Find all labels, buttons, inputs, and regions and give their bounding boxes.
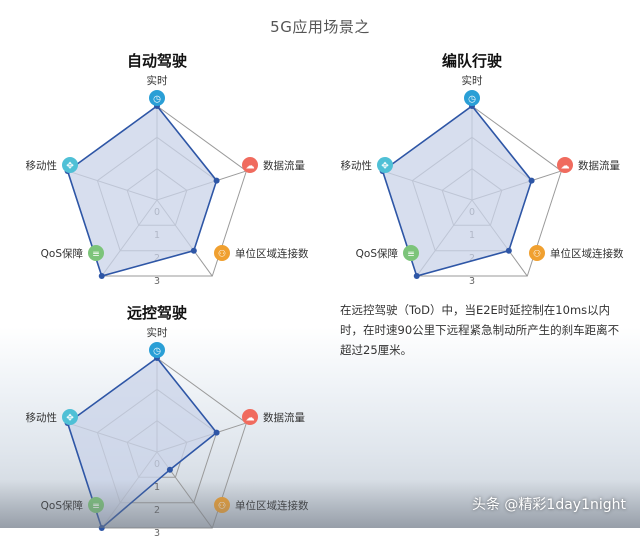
traffic-icon: ☁	[557, 157, 573, 173]
axis-label: 实时	[147, 326, 168, 339]
svg-text:✥: ✥	[381, 162, 389, 172]
radar-point-1	[528, 177, 535, 184]
realtime-icon: ◷	[464, 90, 480, 106]
background-road-strip	[0, 480, 640, 528]
axis-label: 实时	[462, 74, 483, 87]
svg-text:≡: ≡	[92, 250, 100, 260]
radar-chart-autonomous-driving: 自动驾驶0123◷实时☁数据流量⚇单位区域连接数≡QoS保障✥移动性	[26, 52, 309, 287]
radar-chart-platooning: 编队行驶0123◷实时☁数据流量⚇单位区域连接数≡QoS保障✥移动性	[341, 52, 624, 287]
tick-label: 3	[154, 528, 160, 536]
axis-label: 实时	[147, 74, 168, 87]
svg-text:⚇: ⚇	[218, 250, 226, 260]
axis-label: 数据流量	[263, 159, 305, 172]
chart-title: 远控驾驶	[127, 304, 187, 322]
axis-label: 移动性	[341, 159, 373, 172]
radar-panel-platooning: 编队行驶0123◷实时☁数据流量⚇单位区域连接数≡QoS保障✥移动性	[315, 44, 635, 287]
radar-point-3	[413, 273, 420, 280]
svg-text:⚇: ⚇	[533, 250, 541, 260]
page-title: 5G应用场景之	[270, 18, 370, 36]
axis-label: 移动性	[26, 159, 58, 172]
qos-icon: ≡	[88, 245, 104, 261]
qos-icon: ≡	[403, 245, 419, 261]
svg-text:☁: ☁	[561, 162, 570, 172]
axis-label: 数据流量	[578, 159, 620, 172]
traffic-icon: ☁	[242, 157, 258, 173]
svg-text:◷: ◷	[153, 347, 161, 357]
connections-icon: ⚇	[529, 245, 545, 261]
connections-icon: ⚇	[214, 245, 230, 261]
remote-driving-note: 在远控驾驶（ToD）中，当E2E时延控制在10ms以内时，在时速90公里下远程紧…	[340, 303, 620, 357]
radar-series-area	[66, 104, 218, 277]
svg-text:☁: ☁	[246, 414, 255, 424]
chart-title: 自动驾驶	[127, 52, 187, 70]
watermark: 头条 @精彩1day1night	[471, 497, 626, 513]
radar-point-1	[213, 177, 220, 184]
chart-title: 编队行驶	[442, 52, 502, 70]
radar-point-2	[190, 247, 197, 254]
realtime-icon: ◷	[149, 90, 165, 106]
radar-point-2	[166, 466, 173, 473]
axis-label: 单位区域连接数	[235, 247, 309, 260]
realtime-icon: ◷	[149, 342, 165, 358]
mobility-icon: ✥	[377, 157, 393, 173]
svg-text:✥: ✥	[66, 414, 74, 424]
svg-text:≡: ≡	[407, 250, 415, 260]
radar-point-1	[213, 429, 220, 436]
tick-label: 3	[469, 276, 475, 287]
radar-series-area	[381, 104, 533, 277]
axis-label: 移动性	[26, 411, 58, 424]
axis-label: 单位区域连接数	[550, 247, 624, 260]
svg-text:◷: ◷	[153, 95, 161, 105]
radar-point-3	[98, 273, 105, 280]
radar-panel-autonomous-driving: 自动驾驶0123◷实时☁数据流量⚇单位区域连接数≡QoS保障✥移动性	[0, 44, 320, 287]
traffic-icon: ☁	[242, 409, 258, 425]
axis-label: QoS保障	[356, 247, 399, 260]
mobility-icon: ✥	[62, 157, 78, 173]
tick-label: 3	[154, 276, 160, 287]
axis-label: 数据流量	[263, 411, 305, 424]
svg-text:☁: ☁	[246, 162, 255, 172]
svg-text:◷: ◷	[468, 95, 476, 105]
radar-point-2	[505, 247, 512, 254]
svg-text:✥: ✥	[66, 162, 74, 172]
axis-label: QoS保障	[41, 247, 84, 260]
mobility-icon: ✥	[62, 409, 78, 425]
